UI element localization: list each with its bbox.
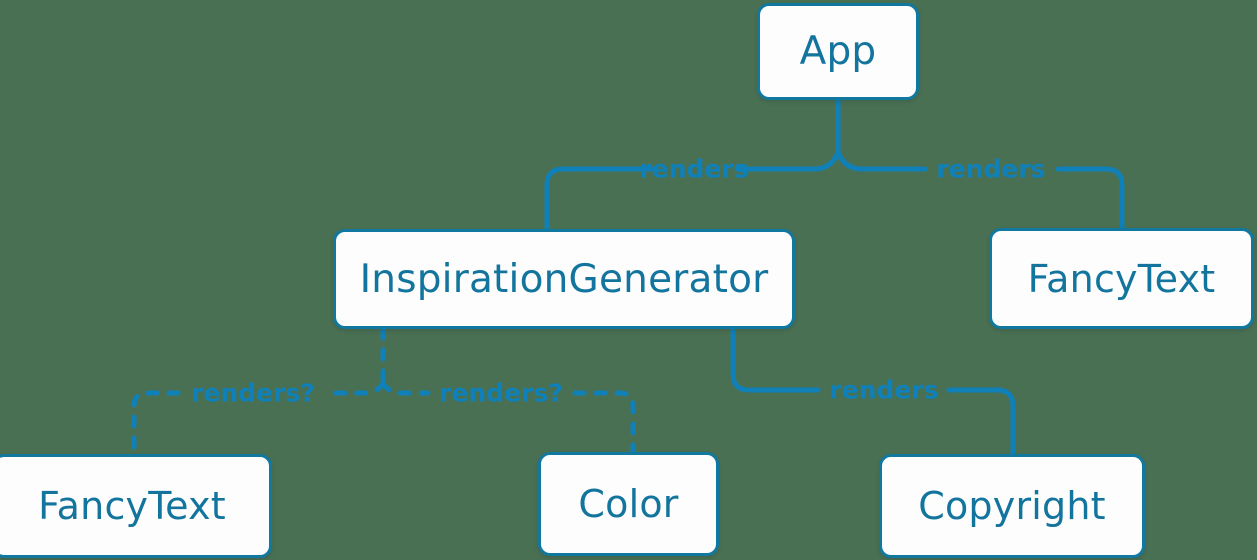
node-app-label: App: [799, 29, 877, 74]
edge-label-app-to-inspiration: renders: [639, 154, 749, 184]
edge-app-to-inspiration-left: [544, 166, 654, 232]
node-fancytext-right[interactable]: FancyText: [989, 228, 1254, 329]
node-color-label: Color: [578, 482, 679, 526]
edge-inspiration-to-color-dashed-right: [572, 390, 636, 455]
edge-app-to-fancytext-right: [1055, 166, 1125, 231]
edge-label-app-to-fancytext: renders: [936, 154, 1046, 184]
node-inspiration-generator-label: InspirationGenerator: [359, 256, 769, 302]
edge-label-inspiration-to-fancytext: renders?: [191, 378, 315, 408]
node-fancytext-bottom[interactable]: FancyText: [0, 454, 272, 558]
edge-inspiration-to-fancytext-dashed-right: [324, 380, 386, 396]
node-copyright[interactable]: Copyright: [879, 454, 1145, 558]
edge-label-inspiration-to-color: renders?: [439, 378, 563, 408]
node-color[interactable]: Color: [538, 452, 719, 556]
edge-inspiration-to-color-dashed-left: [380, 380, 431, 396]
edge-label-inspiration-to-copyright: renders: [829, 375, 939, 405]
node-copyright-label: Copyright: [918, 484, 1106, 528]
node-app[interactable]: App: [757, 3, 919, 100]
edge-inspiration-to-copyright-right: [946, 387, 1016, 457]
node-fancytext-right-label: FancyText: [1027, 256, 1216, 301]
edge-app-to-inspiration-right: [734, 149, 841, 172]
node-inspiration-generator[interactable]: InspirationGenerator: [333, 229, 795, 329]
edge-inspiration-to-copyright-left: [730, 326, 821, 393]
node-fancytext-bottom-label: FancyText: [38, 484, 226, 528]
edge-inspiration-to-fancytext-dashed-left: [131, 390, 181, 457]
edge-app-to-fancytext-left: [835, 149, 928, 172]
